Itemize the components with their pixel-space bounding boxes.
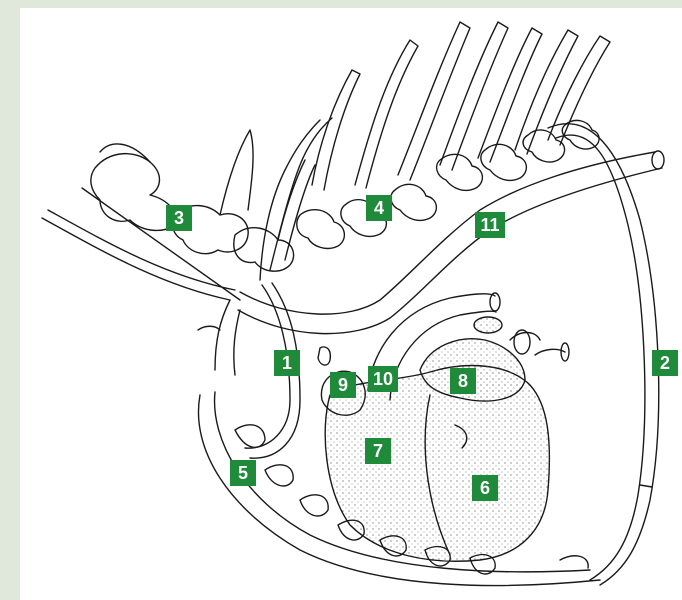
phrenic-nerve	[548, 124, 659, 585]
nerve-branches	[198, 118, 332, 375]
ribs-dorsal	[312, 22, 610, 190]
label-2: 2	[652, 350, 678, 376]
label-8: 8	[450, 368, 476, 394]
label-1: 1	[274, 350, 300, 376]
label-3: 3	[166, 205, 192, 231]
label-6: 6	[472, 475, 498, 501]
label-7: 7	[365, 438, 391, 464]
label-4: 4	[366, 195, 392, 221]
label-11: 11	[475, 212, 505, 238]
vena-cava	[238, 151, 664, 334]
label-9: 9	[330, 372, 356, 398]
label-10: 10	[368, 366, 398, 392]
label-5: 5	[230, 460, 256, 486]
trachea	[42, 188, 240, 300]
